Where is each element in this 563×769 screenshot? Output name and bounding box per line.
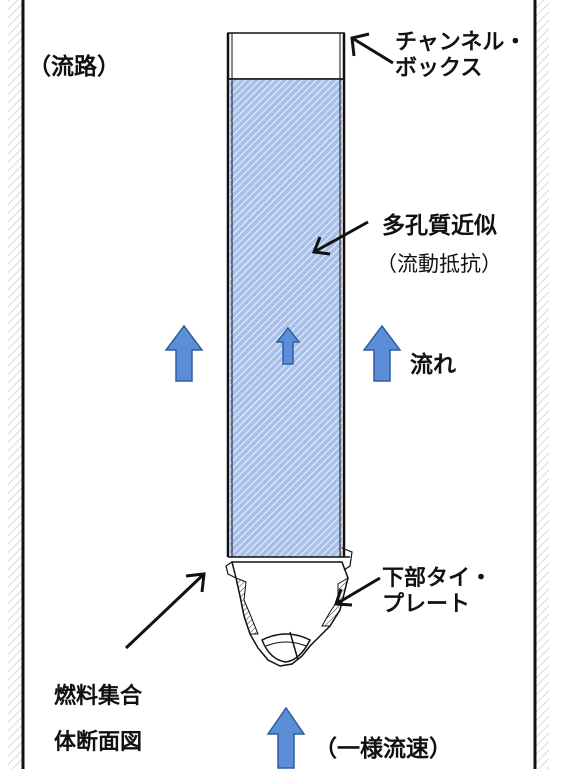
cross-section-label: 燃料集合 体断面図	[54, 674, 142, 766]
flow-path-label: （流路）	[28, 54, 120, 80]
channel-box-label: チャンネル・ ボックス	[395, 30, 526, 83]
lower-tie-plate-label-line1: 下部タイ・	[382, 566, 493, 591]
cross-section-label-line1: 燃料集合	[54, 684, 143, 709]
porous-label: 多孔質近似	[382, 213, 497, 239]
porous-sublabel: （流動抵抗）	[376, 252, 502, 276]
pointer-arrow-icon-cross-section	[124, 572, 206, 650]
pointer-arrow-icon-porous	[311, 220, 369, 256]
pointer-arrow-icon-tie-plate	[333, 576, 381, 607]
cross-section-label-line2: 体断面図	[54, 730, 143, 755]
pointer-arrow-icon-channel-box	[350, 32, 394, 65]
left-wall-hatch	[8, 0, 22, 769]
right-wall-hatch	[535, 0, 549, 769]
flow-arrow-icon-right	[362, 324, 402, 382]
porous-region	[230, 79, 342, 557]
lower-tie-plate-label-line2: プレート	[382, 592, 471, 618]
flow-arrow-icon-center	[275, 326, 301, 365]
lower-tie-plate	[225, 547, 353, 667]
flow-arrow-icon-bottom	[266, 706, 306, 769]
channel-box-label-line2: ボックス	[395, 56, 483, 82]
channel-box-label-line1: チャンネル・	[395, 30, 527, 55]
lower-tie-plate-label: 下部タイ・ プレート	[382, 566, 492, 619]
flow-label: 流れ	[410, 352, 456, 378]
flow-arrow-icon-left	[164, 324, 204, 382]
channel-box-top	[227, 32, 345, 80]
uniform-velocity-label: （一様流速）	[314, 736, 452, 762]
